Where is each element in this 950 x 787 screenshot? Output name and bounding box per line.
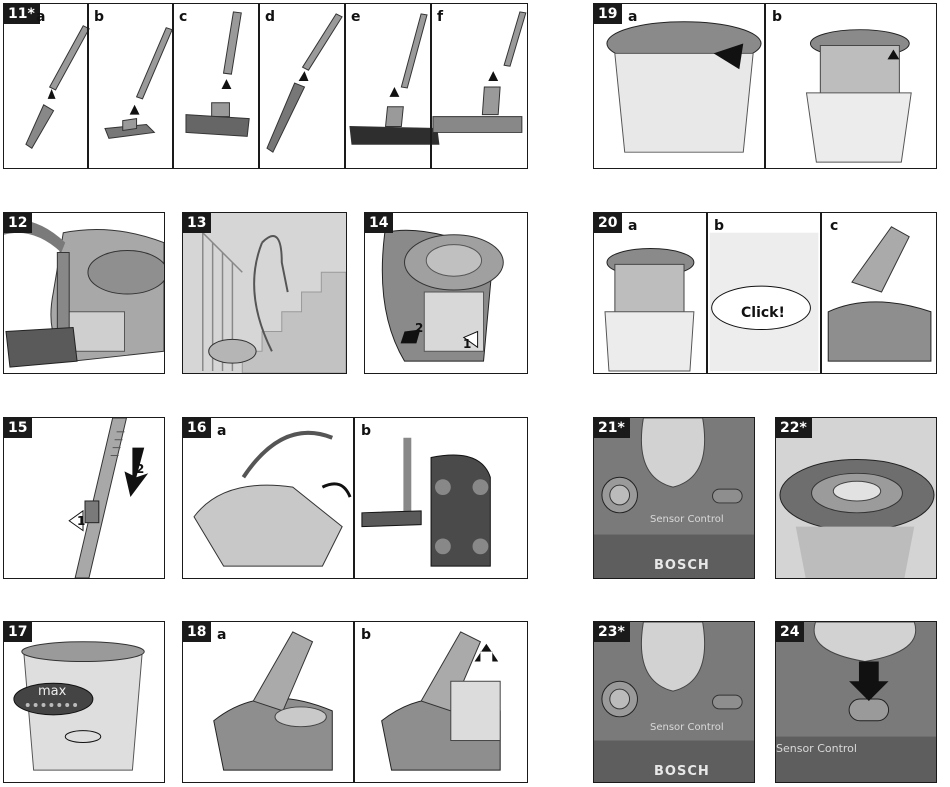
figure-18: 18 a b [182,621,528,783]
figure-number: 23* [594,622,630,642]
sub-label-f: f [437,10,443,24]
sub-label-b: b [714,219,724,233]
sub-label-b: b [772,10,782,24]
callout-1: 1 [77,514,85,528]
figure-16: 16 a b [182,417,528,579]
figure-13: 13 [182,212,347,374]
sub-label-a: a [36,10,45,24]
sub-label-e: e [351,10,361,24]
sensor-control-label: Sensor Control [776,742,857,755]
figure-number: 17 [4,622,32,642]
figure-number: 16 [183,418,211,438]
sub-label-a: a [628,10,637,24]
click-label: Click! [741,305,785,321]
power-button-illustration [776,622,936,782]
sub-label-d: d [265,10,275,24]
vacuum-upright-illustration [365,213,527,373]
figure-number: 21* [594,418,630,438]
figure-21: 21* Sensor Control BOSCH [593,417,755,579]
figure-number: 19 [594,4,622,24]
sensor-control-label: Sensor Control [650,514,724,525]
dust-container-illustration [4,622,164,782]
callout-2: 2 [415,321,423,335]
sensor-control-label: Sensor Control [650,722,724,733]
filter-insert-illustration [594,213,936,373]
carry-illustration [183,418,527,578]
figure-17: 17 max [3,621,165,783]
callout-1: 1 [463,337,471,351]
figure-number: 11* [4,4,40,24]
callout-2: 2 [136,462,144,476]
vacuum-parked-illustration [4,213,164,373]
telescopic-tube-illustration [4,418,164,578]
sub-label-a: a [217,628,226,642]
filter-ring-illustration [776,418,936,578]
figure-24: 24 Sensor Control [775,621,937,783]
sub-label-c: c [830,219,838,233]
figure-number: 12 [4,213,32,233]
figure-23: 23* Sensor Control BOSCH [593,621,755,783]
figure-12: 12 [3,212,165,374]
figure-22: 22* [775,417,937,579]
figure-15: 15 1 2 [3,417,165,579]
figure-number: 14 [365,213,393,233]
sub-label-a: a [217,424,226,438]
figure-11: 11* a b c d e f [3,3,528,169]
brand-label: BOSCH [654,558,710,573]
control-panel-illustration [594,418,754,578]
sub-label-b: b [361,628,371,642]
control-panel-illustration [594,622,754,782]
attachments-illustration [4,4,527,168]
figure-14: 14 2 1 [364,212,528,374]
stairs-illustration [183,213,346,373]
sub-label-b: b [361,424,371,438]
figure-number: 15 [4,418,32,438]
figure-number: 22* [776,418,812,438]
sub-label-b: b [94,10,104,24]
max-label: max [38,684,66,699]
open-lid-illustration [183,622,527,782]
sub-label-a: a [628,219,637,233]
figure-20: 20 a b c Click! [593,212,937,374]
figure-number: 18 [183,622,211,642]
figure-number: 13 [183,213,211,233]
figure-19: 19 a b [593,3,937,169]
sub-label-c: c [179,10,187,24]
brand-label: BOSCH [654,764,710,779]
figure-number: 20 [594,213,622,233]
figure-number: 24 [776,622,804,642]
